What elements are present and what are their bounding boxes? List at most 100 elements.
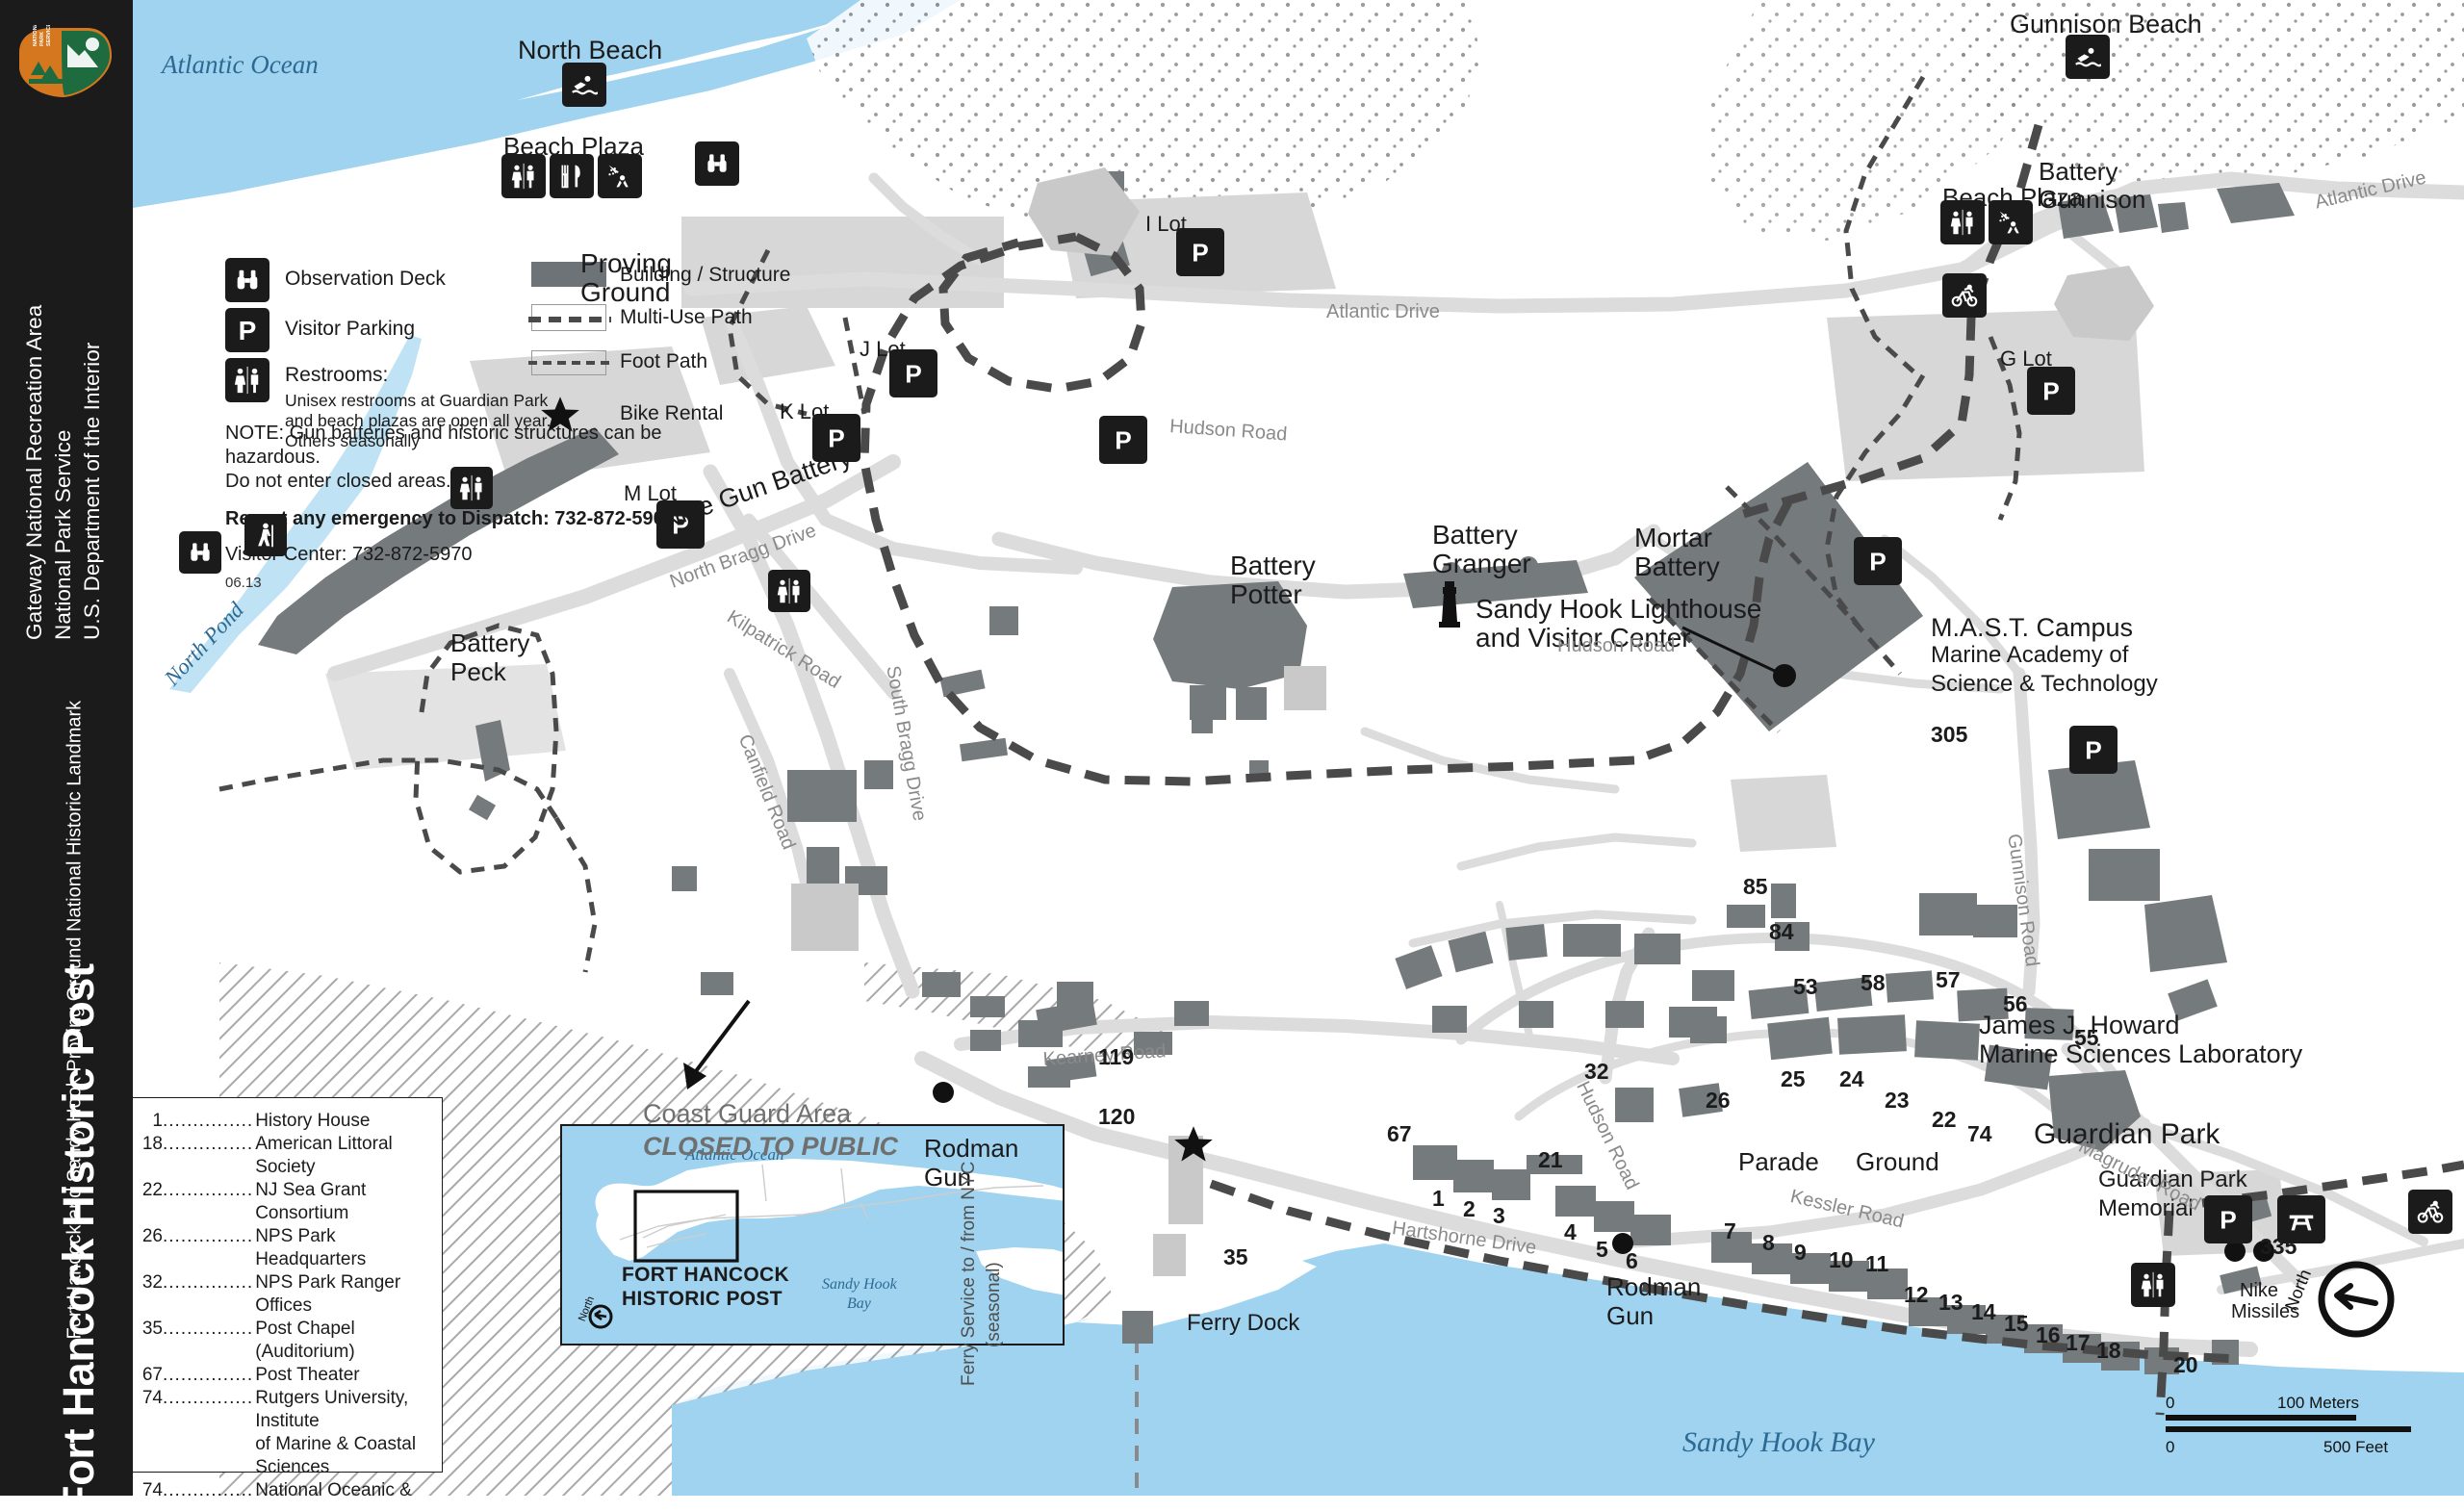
legend-label-restrooms: Restrooms:	[285, 364, 389, 386]
map-place-label: Gunnison	[2039, 185, 2146, 214]
building-index-row: 74...............Rutgers University, Ins…	[133, 1387, 428, 1433]
hiking-icon	[252, 522, 279, 549]
bicycle-icon	[1951, 282, 1978, 309]
building-number-label: 335	[2260, 1234, 2297, 1259]
map-notes: NOTE: Gun batteries and historic structu…	[225, 422, 726, 595]
building-number-label: 17	[2066, 1330, 2091, 1355]
battery-potter-parking-badge[interactable]: P	[1099, 416, 1147, 464]
building-number-label: 21	[1538, 1147, 1563, 1172]
guardian-park-parking-badge[interactable]: P	[2204, 1195, 2252, 1243]
svg-text:P: P	[672, 510, 689, 539]
map-place-label: Nike	[2240, 1280, 2279, 1301]
gunnison-beach-swimming-badge[interactable]	[2066, 35, 2110, 79]
building-number-label: 56	[2003, 991, 2028, 1016]
scale-feet-zero: 0	[2166, 1438, 2175, 1456]
map-place-label: Beach Plaza	[503, 132, 644, 161]
inset-title: FORT HANCOCK HISTORIC POST	[622, 1263, 789, 1311]
k-lot-restrooms-badge[interactable]	[450, 467, 493, 509]
parking-lot-label: J Lot	[860, 337, 906, 361]
map-place-label: Marine Sciences Laboratory	[1979, 1039, 2303, 1068]
battery-peck-observation-badge[interactable]	[179, 531, 221, 574]
proving-ground-observation-badge[interactable]	[695, 141, 739, 186]
i-lot-parking-badge[interactable]: P	[1176, 228, 1224, 276]
bike-rental-star-icon[interactable]	[1172, 1124, 1215, 1169]
scale-feet-line	[2166, 1426, 2411, 1432]
coast-guard-line1: Coast Guard Area	[643, 1099, 852, 1128]
guardian-park-picnic-badge[interactable]	[2277, 1195, 2325, 1243]
guardian-park-bike-badge[interactable]	[2408, 1190, 2452, 1234]
building-number-label: 120	[1098, 1104, 1136, 1129]
parking-lot-label: G Lot	[2000, 346, 2052, 371]
svg-text:P: P	[828, 423, 845, 452]
restrooms-icon	[225, 358, 270, 402]
legend-label-foot-path: Foot Path	[620, 350, 708, 372]
restrooms-icon	[775, 577, 804, 604]
map-place-label: Marine Academy of	[1931, 642, 2129, 668]
building-number-label: 12	[1904, 1282, 1929, 1307]
map-place-label: Peck	[450, 657, 506, 686]
building-index-number: 26	[141, 1226, 163, 1246]
building-index-name: American Littoral Society	[255, 1134, 393, 1177]
svg-text:P: P	[1869, 547, 1886, 576]
parking-icon: P	[1186, 238, 1215, 267]
building-index-row: 1...............History House	[133, 1110, 428, 1133]
binoculars-icon	[704, 150, 731, 177]
beach-plaza-shower-badge[interactable]	[598, 154, 642, 198]
scale-bar: 0 100 Meters 0 500 Feet	[2166, 1394, 2426, 1456]
svg-text:P: P	[2085, 735, 2102, 764]
map-place-label: Beach Plaza	[1942, 183, 2083, 212]
building-swatch	[531, 262, 606, 287]
j-lot-parking-badge[interactable]: P	[889, 349, 937, 397]
building-index-number: 22	[141, 1180, 163, 1200]
lighthouse-area-restrooms-badge[interactable]	[768, 570, 810, 612]
picnic-icon	[2288, 1206, 2315, 1233]
legend-label-building: Building / Structure	[620, 264, 791, 286]
svg-text:P: P	[2220, 1205, 2237, 1234]
gunnison-plaza-shower-badge[interactable]	[1989, 200, 2033, 244]
parking-icon: P	[225, 308, 270, 352]
guardian-park-restrooms-badge[interactable]	[2131, 1263, 2175, 1307]
building-number-label: 58	[1861, 970, 1886, 995]
svg-text:NATIONAL: NATIONAL	[33, 25, 38, 46]
beach-plaza-restrooms-badge[interactable]	[501, 154, 546, 198]
building-index-name: Post Theater	[255, 1365, 360, 1385]
map-place-label: Battery	[1634, 551, 1720, 581]
building-number-label: 18	[2096, 1338, 2121, 1363]
map-place-label: Missiles	[2231, 1301, 2300, 1322]
gunnison-plaza-restrooms-badge[interactable]	[1940, 200, 1985, 244]
agency-line-2: National Park Service	[51, 429, 75, 640]
map-place-label: Science & Technology	[1931, 671, 2158, 697]
building-number-label: 23	[1885, 1088, 1910, 1113]
map-place-label: Parade	[1738, 1147, 1819, 1176]
k-lot-parking-badge[interactable]: P	[812, 414, 860, 462]
g-lot-parking-badge[interactable]: P	[2027, 367, 2075, 415]
building-number-label: 35	[1223, 1244, 1248, 1269]
map-place-label: Rodman	[1606, 1272, 1702, 1301]
parking-icon: P	[1863, 547, 1892, 576]
scale-meters-line	[2166, 1415, 2356, 1421]
map-place-label: Battery	[2039, 157, 2118, 186]
note-emergency: Report any emergency to Dispatch: 732-87…	[225, 508, 675, 529]
map-place-label: North Beach	[518, 36, 663, 64]
trailhead-hiking-badge[interactable]	[244, 514, 287, 556]
building-number-label: 1	[1432, 1186, 1445, 1211]
beach-plaza-food-badge[interactable]	[550, 154, 594, 198]
parade-parking-badge[interactable]: P	[2069, 726, 2118, 774]
scale-meters-zero: 0	[2166, 1394, 2175, 1412]
building-index-row: 26...............NPS Park Headquarters	[133, 1225, 428, 1271]
note-caution-line2: Do not enter closed areas.	[225, 471, 451, 492]
building-index-row: 67...............Post Theater	[133, 1364, 428, 1387]
m-lot-parking-badge[interactable]: P	[656, 500, 705, 549]
building-number-label: 84	[1769, 919, 1794, 944]
bike-path-badge[interactable]	[1942, 273, 1987, 318]
map-place-label: Sandy Hook Lighthouse	[1476, 594, 1762, 624]
map-place-label: and Visitor Center	[1476, 623, 1691, 653]
parking-icon: P	[899, 359, 928, 388]
restrooms-icon	[509, 163, 538, 190]
lighthouse-parking-badge[interactable]: P	[1854, 537, 1902, 585]
building-index-name: Rutgers University, Institute	[255, 1388, 409, 1431]
map-canvas[interactable]: Observation Deck P Visitor Parking Restr…	[133, 0, 2464, 1496]
agency-line-3: U.S. Department of the Interior	[80, 342, 104, 641]
north-beach-swimming-badge[interactable]	[562, 63, 606, 107]
map-place-label: Guardian Park	[2034, 1118, 2220, 1150]
